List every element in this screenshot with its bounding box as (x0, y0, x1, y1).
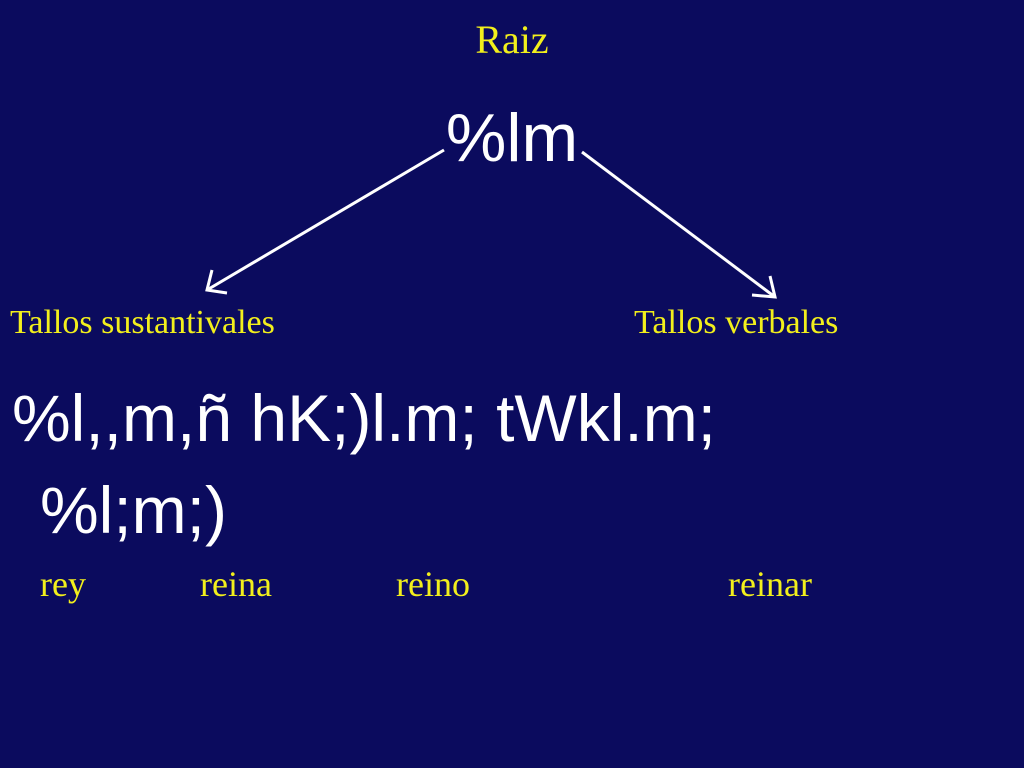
arrow-right-line (581, 150, 776, 299)
arrow-left-head (205, 269, 228, 295)
gloss-reina: reina (200, 564, 272, 604)
arrow-right-head (751, 275, 777, 299)
gloss-reinar: reinar (728, 564, 812, 604)
arrow-right (581, 150, 777, 299)
noun-stems-label: Tallos sustantivales (10, 304, 275, 341)
verb-stems-label: Tallos verbales (634, 304, 839, 341)
gloss-reino: reino (396, 564, 470, 604)
arrow-left-line (206, 148, 445, 292)
gloss-rey: rey (40, 564, 86, 604)
words-line-1: %l,,m,ñ hK;)l.m; tWkl.m; (12, 381, 717, 455)
root-label: Raiz (475, 17, 549, 62)
arrow-left (205, 148, 445, 295)
root-word: %lm (445, 100, 579, 176)
words-line-2: %l;m;) (40, 473, 227, 547)
